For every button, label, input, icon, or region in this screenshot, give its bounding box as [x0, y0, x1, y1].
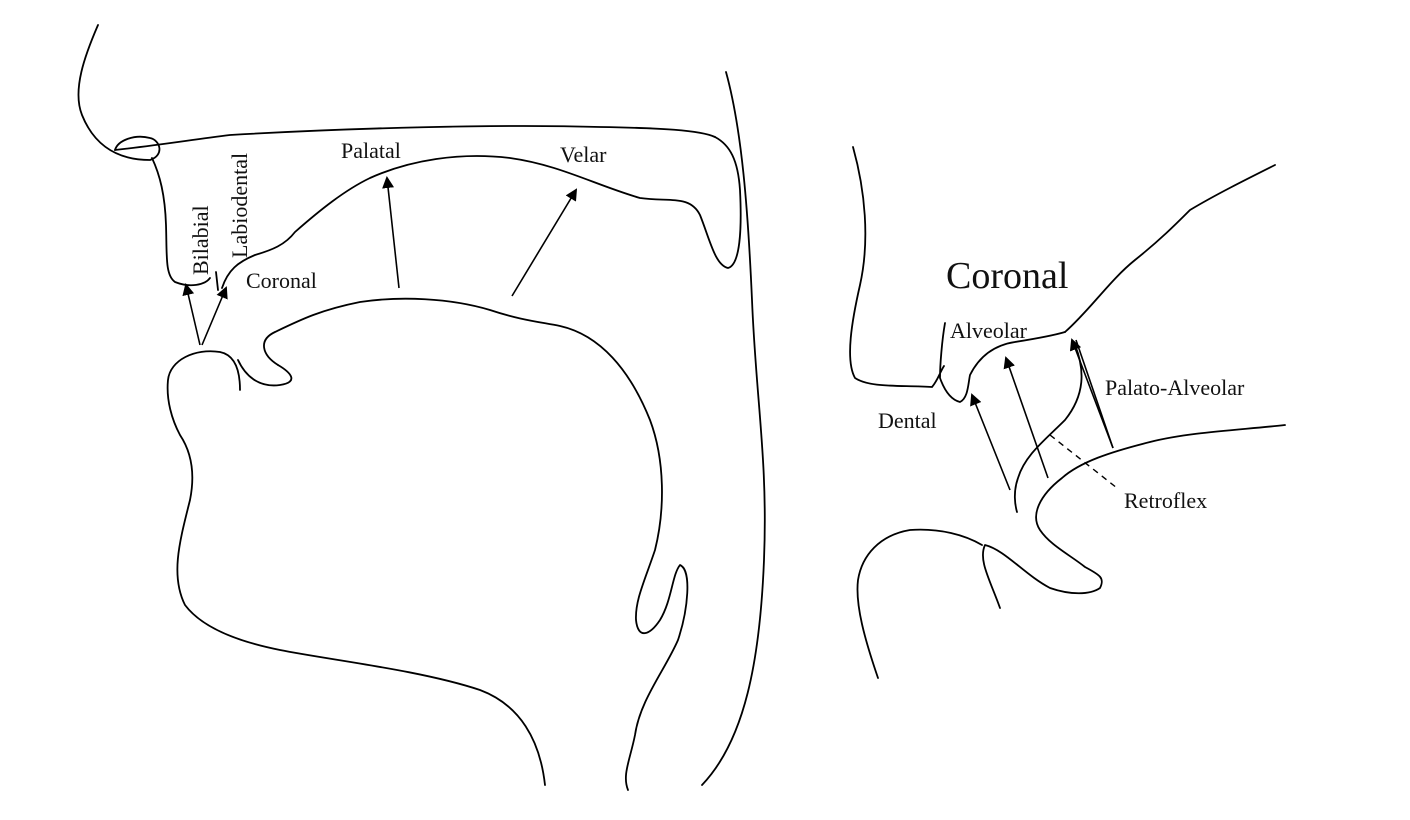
coronal-tongue-body [982, 424, 1286, 609]
coronal-place-labels: Coronal Alveolar Dental Palato-Alveolar … [878, 255, 1245, 513]
pharynx-back-wall [701, 71, 766, 786]
bilabial-arrow [182, 283, 201, 346]
palatal-label: Palatal [341, 138, 401, 163]
coronal-lower-lip [856, 528, 983, 679]
lower-lip [166, 350, 546, 786]
palato-alveolar-label: Palato-Alveolar [1105, 375, 1245, 400]
coronal-label: Coronal [246, 268, 317, 293]
left-place-labels: Bilabial Labiodental Coronal Palatal Vel… [188, 138, 607, 293]
dental-arrow [970, 393, 1011, 491]
alveolar-arrow [1003, 356, 1049, 479]
upper-lip [151, 157, 211, 287]
coronal-title: Coronal [946, 255, 1068, 297]
labiodental-label: Labiodental [227, 153, 252, 258]
coronal-upper-lip [849, 146, 1066, 403]
vocal-tract-outline [77, 24, 766, 791]
retroflex-label: Retroflex [1124, 488, 1207, 513]
nose-outline [77, 24, 161, 161]
velar-arrow [511, 188, 578, 297]
alveolar-label: Alveolar [950, 318, 1028, 343]
coronal-detail-outline [849, 146, 1286, 679]
bilabial-label: Bilabial [188, 205, 213, 275]
tongue [263, 297, 689, 791]
retroflex-leader [1049, 434, 1118, 489]
labiodental-arrow [201, 286, 228, 346]
lower-teeth [237, 359, 293, 387]
coronal-tongue-tip [1013, 344, 1083, 513]
left-place-arrows [182, 176, 578, 346]
velar-label: Velar [560, 142, 607, 167]
coronal-palate [1064, 164, 1276, 333]
palatal-arrow [382, 176, 400, 289]
coronal-place-arrows [970, 338, 1118, 491]
nasal-cavity-roof [114, 125, 716, 151]
palato-alveolar-arrow-b [1075, 339, 1114, 449]
dental-label: Dental [878, 408, 937, 433]
